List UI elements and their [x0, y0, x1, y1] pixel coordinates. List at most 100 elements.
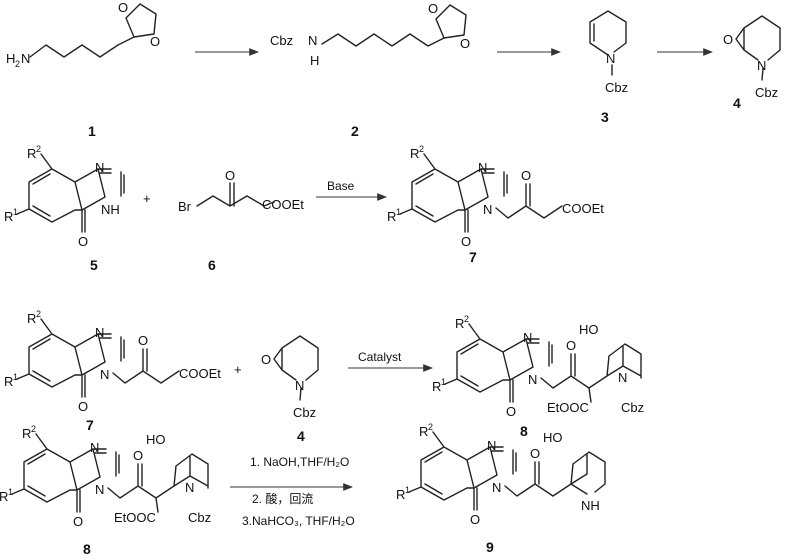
- r1-superscript: 1: [13, 207, 18, 217]
- r1-superscript: 1: [441, 377, 446, 387]
- hydroxyl-label: HO: [146, 432, 166, 447]
- r2-label: R: [419, 424, 428, 439]
- cbz-label: Cbz: [270, 33, 293, 48]
- n3-label: N: [492, 480, 501, 495]
- amine-label: H: [6, 51, 15, 66]
- r2-label: R: [27, 311, 36, 326]
- carbonyl-o-label: O: [461, 234, 471, 249]
- r1-superscript: 1: [8, 487, 13, 497]
- r2-label: R: [410, 146, 419, 161]
- r2-superscript: 2: [31, 424, 36, 434]
- ring-n-label: N: [90, 440, 99, 455]
- ring-n-label: N: [95, 325, 104, 340]
- bromo-label: Br: [178, 199, 192, 214]
- ester-label: COOEt: [562, 201, 604, 216]
- r1-label: R: [4, 209, 13, 224]
- condition-base: Base: [327, 179, 355, 193]
- carbonyl-o-label: O: [506, 404, 516, 419]
- r1-superscript: 1: [13, 372, 18, 382]
- condition-step-2: 2. 酸，回流: [252, 491, 313, 506]
- keto-o-label: O: [225, 168, 235, 183]
- compound-3: N Cbz 3: [589, 10, 628, 125]
- compound-2-number: 2: [351, 123, 359, 139]
- ring-n-label: N: [618, 370, 627, 385]
- epoxide-o-label: O: [723, 32, 733, 47]
- cbz-label: Cbz: [755, 85, 778, 100]
- r1-label: R: [432, 379, 441, 394]
- ring-n-label: N: [295, 378, 304, 393]
- r2-label: R: [22, 426, 31, 441]
- r2-superscript: 2: [36, 309, 41, 319]
- amine-n-label: N: [21, 51, 30, 66]
- compound-7-number: 7: [86, 417, 94, 433]
- carbonyl-o-label: O: [78, 399, 88, 414]
- ring-n-label: N: [523, 330, 532, 345]
- compound-5-number: 5: [90, 257, 98, 273]
- compound-6: Br O COOEt 6: [178, 168, 304, 273]
- epoxide-o-label: O: [261, 352, 271, 367]
- keto-o-label: O: [530, 446, 540, 461]
- plus-sign: +: [234, 362, 242, 377]
- compound-2: Cbz N H O O 2: [270, 1, 470, 139]
- nh-n-label: N: [308, 33, 317, 48]
- ring-n-label: N: [185, 480, 194, 495]
- dioxolane-o-right: O: [460, 36, 470, 51]
- compound-8-product: N N O R 2 R 1 O HO N EtOOC Cbz 8: [432, 314, 644, 439]
- amine-subscript: 2: [15, 59, 20, 69]
- condition-step-1: 1. NaOH,THF/H₂O: [250, 455, 349, 469]
- keto-o-label: O: [521, 168, 531, 183]
- ester-label: EtOOC: [114, 510, 156, 525]
- keto-o-label: O: [566, 338, 576, 353]
- ester-label: EtOOC: [547, 400, 589, 415]
- carbonyl-o-label: O: [78, 234, 88, 249]
- r1-label: R: [387, 209, 396, 224]
- compound-1: H 2 N O O 1: [6, 0, 160, 139]
- carbonyl-o-label: O: [73, 514, 83, 529]
- compound-5: NH N O R 2 R 1 5: [4, 144, 125, 273]
- compound-8-number: 8: [520, 423, 528, 439]
- ring-n-label: N: [606, 51, 615, 66]
- compound-4-reactant: O N Cbz 4: [261, 335, 319, 444]
- dioxolane-o-right: O: [150, 34, 160, 49]
- plus-sign: +: [143, 191, 151, 206]
- n3-label: N: [528, 372, 537, 387]
- compound-4: O N Cbz 4: [723, 15, 781, 111]
- compound-7-reactant: N N O R 2 R 1 O COOEt 7: [4, 309, 221, 433]
- compound-9-number: 9: [486, 539, 494, 555]
- condition-step-3: 3.NaHCO₃, THF/H₂O: [242, 514, 355, 528]
- compound-9: N N O R 2 R 1 O HO NH 9: [396, 422, 606, 555]
- compound-4-number: 4: [733, 95, 741, 111]
- ester-label: COOEt: [262, 197, 304, 212]
- compound-6-number: 6: [208, 257, 216, 273]
- keto-o-label: O: [133, 448, 143, 463]
- compound-7-number: 7: [469, 249, 477, 265]
- carbonyl-o-label: O: [470, 512, 480, 527]
- nh-h-label: H: [310, 53, 319, 68]
- r2-superscript: 2: [428, 422, 433, 432]
- r1-superscript: 1: [396, 207, 401, 217]
- condition-catalyst: Catalyst: [358, 350, 402, 364]
- r2-superscript: 2: [464, 314, 469, 324]
- r1-superscript: 1: [405, 485, 410, 495]
- n3-label: N: [100, 367, 109, 382]
- hydroxyl-label: HO: [579, 322, 599, 337]
- cbz-label: Cbz: [293, 405, 316, 420]
- ester-label: COOEt: [179, 366, 221, 381]
- dioxolane-o-top: O: [428, 1, 438, 16]
- ring-n-label: N: [95, 160, 104, 175]
- compound-4-number: 4: [297, 428, 305, 444]
- dioxolane-o-top: O: [118, 0, 128, 15]
- compound-8-number: 8: [83, 541, 91, 557]
- hydroxyl-label: HO: [543, 430, 563, 445]
- r1-label: R: [0, 489, 8, 504]
- ring-n-label: N: [757, 58, 766, 73]
- compound-8-reactant: N N O R 2 R 1 O HO N EtOOC Cbz 8: [0, 424, 211, 557]
- compound-1-number: 1: [88, 123, 96, 139]
- r1-label: R: [4, 374, 13, 389]
- keto-o-label: O: [138, 333, 148, 348]
- ring-n-label: N: [487, 438, 496, 453]
- n3-label: N: [95, 482, 104, 497]
- cbz-label: Cbz: [605, 80, 628, 95]
- r2-label: R: [455, 316, 464, 331]
- cbz-label: Cbz: [621, 400, 644, 415]
